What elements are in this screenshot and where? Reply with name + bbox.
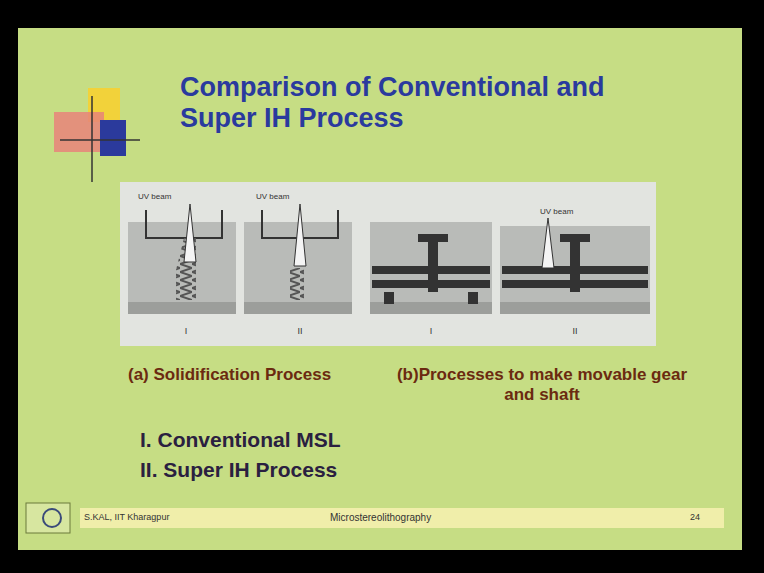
logo [26, 503, 70, 533]
footer-topic: Microstereolithography [330, 512, 530, 524]
legend-line: I. Conventional MSL [140, 428, 540, 452]
figure-panel [120, 182, 656, 346]
figure-caption: (a) Solidification Process [128, 365, 388, 385]
super-ih-vat [244, 204, 352, 314]
deco-line [91, 96, 93, 182]
panel-numeral: I [421, 326, 441, 336]
footer-bar [80, 508, 724, 528]
legend-line: II. Super IH Process [140, 458, 540, 482]
deco-square [100, 120, 126, 156]
slide-number: 24 [690, 512, 720, 522]
slide-ground [18, 28, 742, 550]
deco-line [60, 139, 140, 141]
slide-title: Comparison of Conventional and Super IH … [180, 72, 610, 134]
beam-label: UV beam [540, 207, 600, 216]
beam-label: UV beam [256, 192, 316, 201]
gear-shaft-super-ih [500, 218, 650, 314]
panel-numeral: II [565, 326, 585, 336]
footer-author: S.KAL, IIT Kharagpur [84, 512, 244, 522]
logo [43, 509, 61, 527]
panel-numeral: II [290, 326, 310, 336]
panel-numeral: I [176, 326, 196, 336]
msl-vat [128, 204, 236, 314]
beam-label: UV beam [138, 192, 198, 201]
deco-square [54, 112, 104, 152]
figure-caption: (b)Processes to make movable gear and sh… [392, 365, 692, 404]
gear-shaft-layers [370, 222, 492, 314]
